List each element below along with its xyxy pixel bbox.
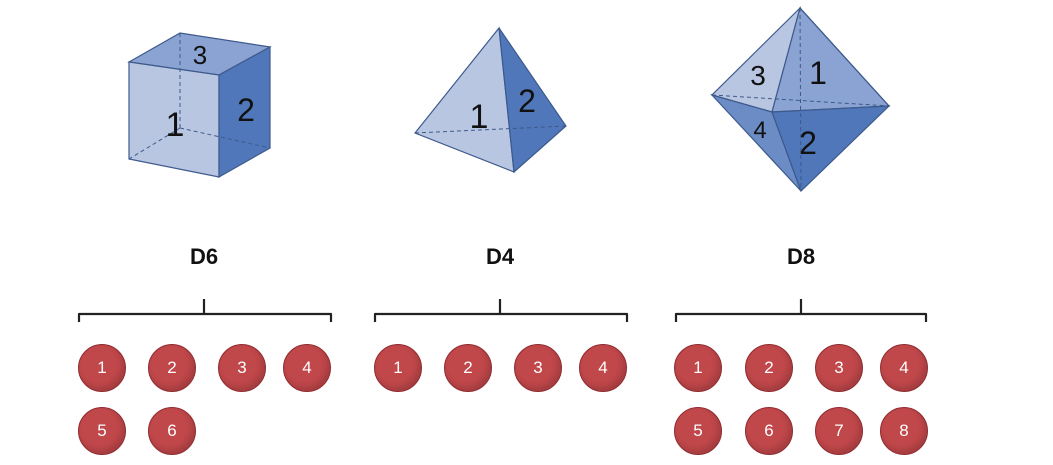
- d8-label: D8: [786, 244, 816, 269]
- d8-outcome-ball: 8: [880, 407, 928, 455]
- d6-cube: 1 2 3: [127, 32, 272, 179]
- d4-outcome-ball: 2: [444, 344, 492, 392]
- d8-outcome-ball: 5: [674, 407, 722, 455]
- d8-outcome-ball: 3: [815, 344, 863, 392]
- d8-face-label: 1: [809, 55, 827, 91]
- d6-outcome-ball: 6: [148, 407, 196, 455]
- d8-face-label: 3: [750, 60, 766, 91]
- d4-outcomes-bracket: [373, 299, 629, 322]
- d4-outcome-ball: 4: [579, 344, 627, 392]
- d8-outcome-ball: 2: [745, 344, 793, 392]
- d4-tetrahedron: 1 2: [414, 26, 567, 174]
- d4-left-face: [414, 26, 515, 173]
- d4-face-label: 1: [470, 98, 489, 136]
- d8-outcome-ball: 6: [745, 407, 793, 455]
- d6-face-label: 1: [166, 106, 185, 144]
- d4-label: D4: [485, 244, 515, 269]
- d6-outcome-ball: 2: [148, 344, 196, 392]
- d4-right-face: [498, 27, 567, 174]
- d8-face-label: 2: [799, 125, 817, 161]
- d6-face-label: 2: [237, 92, 255, 128]
- d8-octahedron: 1 2 3 4: [710, 6, 891, 193]
- d8-outcome-ball: 4: [880, 344, 928, 392]
- d4-face-label: 2: [518, 83, 536, 119]
- d8-outcome-ball: 1: [674, 344, 722, 392]
- d6-label: D6: [189, 244, 219, 269]
- d6-outcomes-bracket: [77, 299, 333, 322]
- d6-face-label: 3: [193, 40, 207, 70]
- d6-outcome-ball: 5: [78, 407, 126, 455]
- d8-outcomes-bracket: [674, 299, 928, 322]
- d8-face-label: 4: [753, 117, 766, 144]
- d6-outcome-ball: 4: [283, 344, 331, 392]
- d6-outcome-ball: 1: [78, 344, 126, 392]
- d6-outcome-ball: 3: [218, 344, 266, 392]
- d8-outcome-ball: 7: [815, 407, 863, 455]
- d4-outcome-ball: 3: [514, 344, 562, 392]
- d4-outcome-ball: 1: [374, 344, 422, 392]
